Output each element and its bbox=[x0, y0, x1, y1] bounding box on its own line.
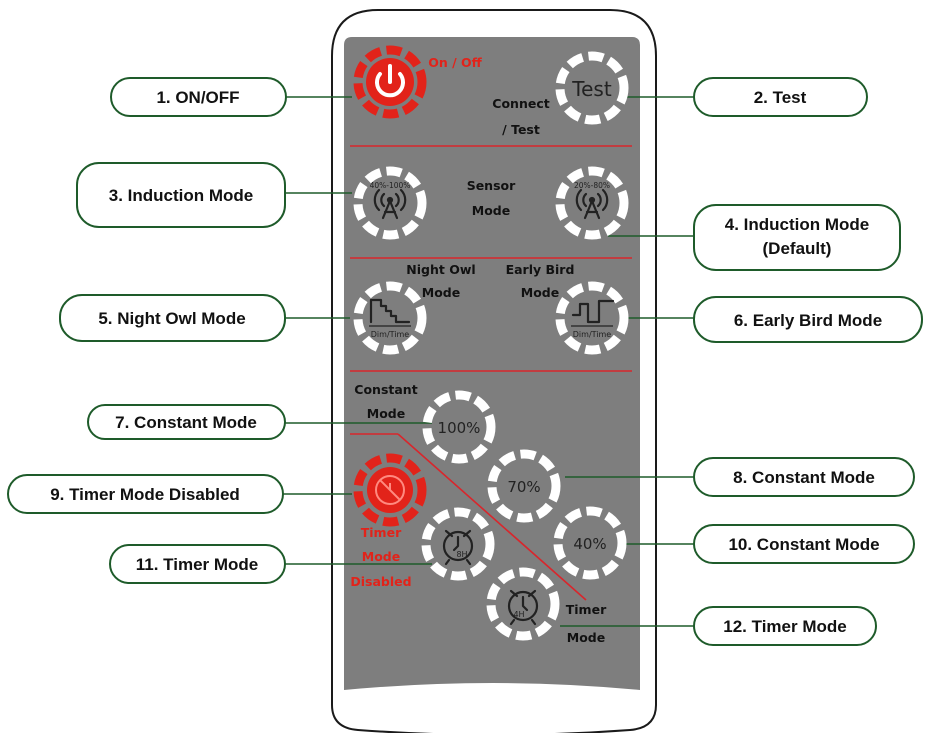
callout-4: 4. Induction Mode (Default) bbox=[693, 204, 901, 271]
alarm-clock-disabled-icon bbox=[375, 475, 405, 505]
induction-right-range: 20%-80% bbox=[574, 181, 610, 190]
dim-time-right: Dim/Time bbox=[573, 330, 612, 339]
callout-12-text: 12. Timer Mode bbox=[723, 617, 846, 636]
timer-disabled-button[interactable] bbox=[353, 453, 427, 527]
night-owl-label-1: Night Owl bbox=[406, 262, 475, 277]
callout-10-text: 10. Constant Mode bbox=[728, 535, 879, 554]
callout-5: 5. Night Owl Mode bbox=[59, 294, 286, 342]
callout-3: 3. Induction Mode bbox=[76, 162, 286, 228]
test-button-text: Test bbox=[571, 77, 612, 101]
callout-10: 10. Constant Mode bbox=[693, 524, 915, 564]
callout-1: 1. ON/OFF bbox=[110, 77, 287, 117]
sensor-label-2: Mode bbox=[472, 203, 510, 218]
test-button[interactable]: Test bbox=[555, 51, 629, 125]
connect-label-2: / Test bbox=[502, 122, 540, 137]
power-icon bbox=[375, 72, 405, 98]
callout-2: 2. Test bbox=[693, 77, 868, 117]
early-bird-button[interactable]: Dim/Time bbox=[555, 281, 629, 355]
timer-disabled-label-2: Mode bbox=[362, 549, 400, 564]
callout-2-text: 2. Test bbox=[754, 88, 807, 107]
constant-100-button[interactable]: 100% bbox=[422, 390, 496, 464]
callout-9: 9. Timer Mode Disabled bbox=[7, 474, 284, 514]
sensor-label-1: Sensor bbox=[467, 178, 516, 193]
timer-4h-text: 4H bbox=[513, 610, 524, 619]
callout-9-text: 9. Timer Mode Disabled bbox=[50, 485, 240, 504]
constant-label-2: Mode bbox=[367, 406, 405, 421]
callout-5-text: 5. Night Owl Mode bbox=[98, 309, 245, 328]
timer-disabled-label-1: Timer bbox=[361, 525, 402, 540]
early-bird-label-2: Mode bbox=[521, 285, 559, 300]
induction-left-range: 40%-100% bbox=[370, 181, 411, 190]
antenna-icon bbox=[575, 188, 609, 220]
constant-40-button[interactable]: 40% bbox=[553, 506, 627, 580]
callout-4-line2: (Default) bbox=[763, 239, 832, 258]
callout-7: 7. Constant Mode bbox=[87, 404, 286, 440]
night-owl-label-2: Mode bbox=[422, 285, 460, 300]
timer-disabled-label-3: Disabled bbox=[350, 574, 411, 589]
dim-time-left: Dim/Time bbox=[371, 330, 410, 339]
constant-diagonal-line bbox=[397, 433, 587, 601]
callout-8: 8. Constant Mode bbox=[693, 457, 915, 497]
callout-11: 11. Timer Mode bbox=[109, 544, 286, 584]
callout-3-text: 3. Induction Mode bbox=[109, 186, 254, 205]
callout-1-text: 1. ON/OFF bbox=[156, 88, 239, 107]
callout-12: 12. Timer Mode bbox=[693, 606, 877, 646]
alarm-clock-icon bbox=[507, 589, 539, 626]
callout-11-text: 11. Timer Mode bbox=[136, 555, 259, 574]
timer-label-1: Timer bbox=[566, 602, 607, 617]
constant-70-text: 70% bbox=[507, 478, 540, 496]
callout-6-text: 6. Early Bird Mode bbox=[734, 311, 882, 330]
onoff-label: On / Off bbox=[428, 55, 482, 70]
constant-label-1: Constant bbox=[354, 382, 417, 397]
timer-8h-text: 8H bbox=[456, 550, 467, 559]
antenna-icon bbox=[373, 188, 407, 220]
constant-100-text: 100% bbox=[438, 419, 481, 437]
callout-7-text: 7. Constant Mode bbox=[115, 413, 257, 432]
callout-6: 6. Early Bird Mode bbox=[693, 296, 923, 343]
timer-4h-button[interactable]: 4H bbox=[486, 567, 560, 641]
induction-right-button[interactable]: 20%-80% bbox=[555, 166, 629, 240]
induction-left-button[interactable]: 40%-100% bbox=[353, 166, 427, 240]
leader-lines bbox=[283, 96, 694, 627]
constant-70-button[interactable]: 70% bbox=[487, 449, 561, 523]
onoff-button[interactable] bbox=[353, 45, 427, 119]
night-owl-curve-icon bbox=[369, 298, 411, 324]
early-bird-label-1: Early Bird bbox=[506, 262, 575, 277]
callout-4-line1: 4. Induction Mode bbox=[725, 215, 870, 234]
constant-40-text: 40% bbox=[573, 535, 606, 553]
early-bird-curve-icon bbox=[571, 299, 615, 324]
night-owl-button[interactable]: Dim/Time bbox=[353, 281, 427, 355]
connect-label-1: Connect bbox=[492, 96, 549, 111]
timer-label-2: Mode bbox=[567, 630, 605, 645]
callout-8-text: 8. Constant Mode bbox=[733, 468, 875, 487]
timer-8h-button[interactable]: 8H bbox=[421, 507, 495, 581]
alarm-clock-icon bbox=[442, 529, 474, 566]
